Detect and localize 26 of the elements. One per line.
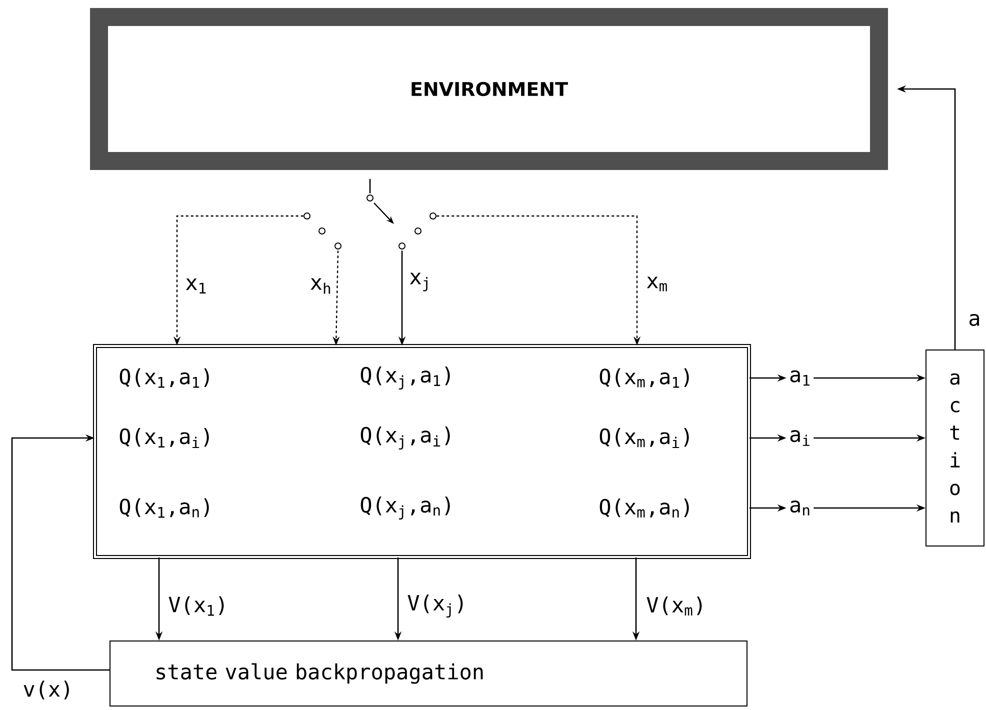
edge-label: x$_{h}$ <box>308 276 334 296</box>
edge-label: V(x$_{1}$) <box>166 594 230 618</box>
table-entry: Q(x$_{j}$,a$_{1}$) <box>360 366 450 390</box>
action-box: action <box>926 350 984 546</box>
edge-label: x$_{1}$ <box>184 276 209 296</box>
table-entry: Q(x$_{m}$,a$_{i}$) <box>600 428 689 448</box>
table-entry: Q(x$_{1}$,a$_{i}$) <box>120 428 209 448</box>
action-label: a$_{1}$ <box>790 370 810 386</box>
table-entry: Q(x$_{1}$,a$_{1}$) <box>120 368 209 388</box>
action-label: a$_{n}$ <box>790 500 810 516</box>
table-entry: Q(x$_{1}$,a$_{n}$) <box>120 498 209 518</box>
edge-label: x$_{m}$ <box>644 275 670 293</box>
edge-label: V(x$_{m}$) <box>644 594 708 618</box>
edge-label: a <box>966 312 982 328</box>
table-entry: Q(x$_{j}$,a$_{i}$) <box>360 426 450 450</box>
edge-label: v(x) <box>21 679 75 701</box>
table-entry: Q(x$_{m}$,a$_{n}$) <box>600 498 689 518</box>
connector-line <box>369 179 371 194</box>
table-entry: Q(x$_{j}$,a$_{n}$) <box>360 496 450 520</box>
table-entry: Q(x$_{m}$,a$_{1}$) <box>600 368 689 388</box>
environment-box: ENVIRONMENT <box>90 8 888 170</box>
edge-label: x$_{j}$ <box>408 271 433 293</box>
action-label: a$_{i}$ <box>790 430 810 446</box>
arrow <box>11 434 110 671</box>
edge-label: V(x$_{j}$) <box>406 592 469 619</box>
process-box: state value backpropagation <box>110 640 748 706</box>
